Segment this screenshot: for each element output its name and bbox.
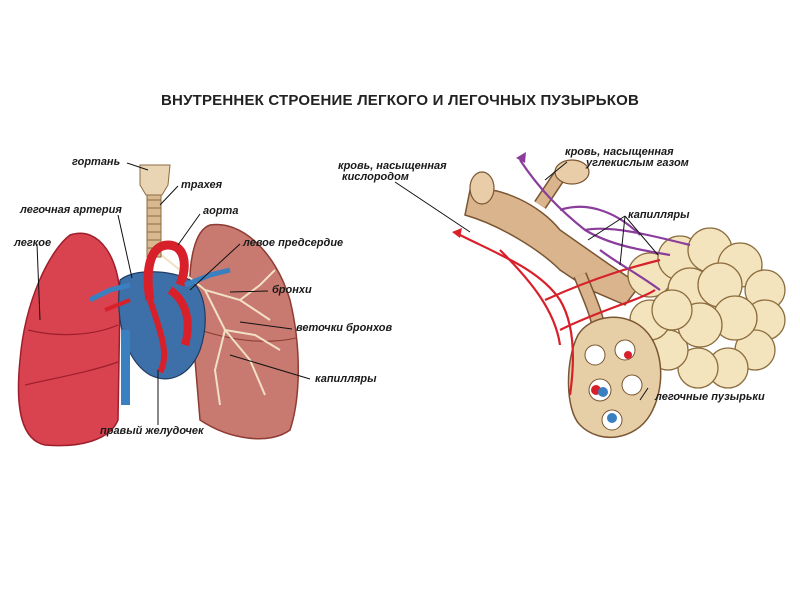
- bronchiole-shape: [465, 189, 640, 305]
- larynx-shape: [140, 165, 170, 195]
- label-lung: легкое: [14, 238, 51, 249]
- label-pulmonary-artery: легочная артерия: [20, 205, 122, 216]
- label-right-ventricle: правый желудочек: [100, 426, 204, 437]
- label-capillaries-left: капилляры: [315, 374, 377, 385]
- label-trachea: трахея: [181, 180, 222, 191]
- label-larynx: гортань: [72, 157, 120, 168]
- label-aorta: аорта: [203, 206, 238, 217]
- right-lung-shape: [18, 233, 120, 445]
- label-bronchi: бронхи: [272, 285, 312, 296]
- label-oxygenated-blood-line2: кислородом: [342, 172, 409, 183]
- label-left-atrium: левое предсердие: [243, 238, 343, 249]
- label-capillaries-right: капилляры: [628, 210, 690, 221]
- label-bronchioles: веточки бронхов: [296, 323, 392, 334]
- label-alveoli: легочные пузырьки: [655, 392, 765, 403]
- label-co2-blood-line2: углекислым газом: [586, 158, 689, 169]
